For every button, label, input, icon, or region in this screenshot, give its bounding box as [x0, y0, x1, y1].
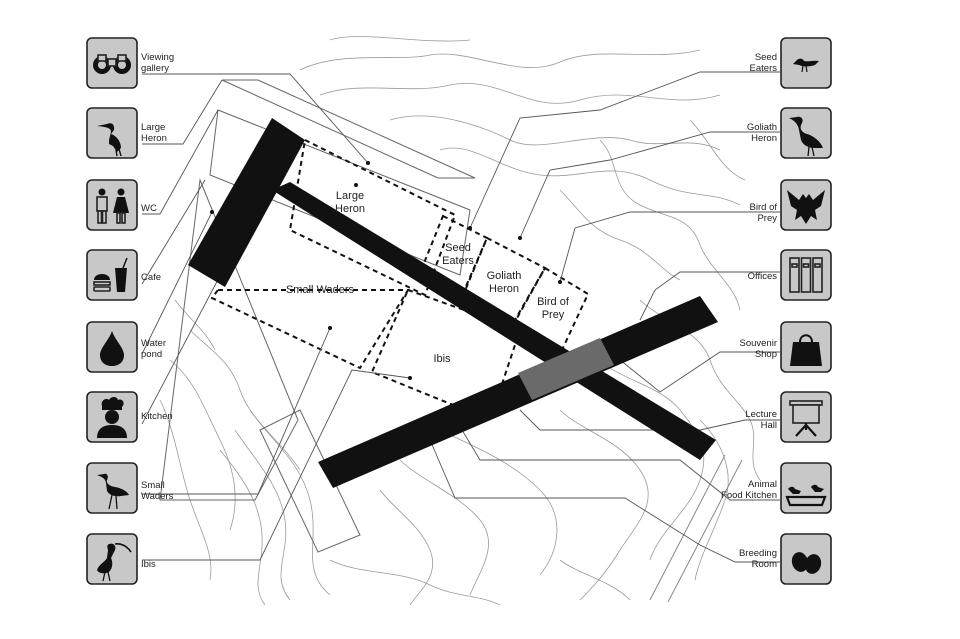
legend-item-small-waders	[86, 462, 138, 514]
feeding-tray-icon	[785, 484, 827, 507]
legend-item-cafe	[86, 249, 138, 301]
binoculars-icon	[93, 54, 131, 74]
small-waders-enclosure	[210, 289, 410, 370]
main-diagonal-bar	[272, 182, 716, 460]
west-wing-bar	[188, 118, 305, 287]
binders-icon	[789, 257, 823, 293]
legend-label-offices: Offices	[748, 271, 778, 282]
legend-item-seed-eaters	[780, 37, 832, 89]
leader-dots	[210, 161, 562, 380]
zone-ibis-label: Ibis	[433, 353, 451, 365]
ibis-icon	[97, 543, 132, 582]
access-road	[649, 454, 743, 603]
presentation-board-icon	[789, 400, 823, 437]
southeast-bar	[318, 296, 718, 488]
wader-bird-icon	[97, 473, 129, 510]
building-masses	[188, 118, 718, 488]
water-drop-icon	[100, 331, 124, 366]
legend-item-goliath-heron	[780, 107, 832, 159]
legend-item-breeding-room	[780, 533, 832, 585]
legend-label-wc: WC	[141, 203, 157, 214]
legend-item-lecture-hall	[780, 391, 832, 443]
chef-icon	[97, 397, 127, 438]
seed-eaters-enclosure	[416, 214, 489, 300]
site-outlines	[159, 79, 476, 553]
junction-overlap	[518, 338, 614, 400]
legend-item-viewing-gallery	[86, 37, 138, 89]
legend-label-ibis: Ibis	[141, 559, 156, 570]
legend-item-offices	[780, 249, 832, 301]
leader-lines	[141, 71, 780, 563]
legend-item-souvenir-shop	[780, 321, 832, 373]
small-bird-icon	[793, 58, 819, 73]
ibis-enclosure	[370, 288, 522, 422]
legend-item-water-pond	[86, 321, 138, 373]
shopping-bag-icon	[790, 334, 822, 366]
goliath-heron-icon	[789, 116, 823, 157]
burger-drink-icon	[93, 257, 128, 292]
legend-item-large-heron	[86, 107, 138, 159]
zone-small-waders-label: Small Waders	[286, 284, 355, 296]
legend-item-ibis	[86, 533, 138, 585]
legend-item-bird-of-prey	[780, 179, 832, 231]
legend-item-kitchen	[86, 391, 138, 443]
heron-icon	[97, 123, 122, 157]
eagle-icon	[787, 190, 825, 224]
restroom-icon	[96, 188, 129, 224]
eggs-icon	[791, 552, 822, 574]
legend-item-wc	[86, 179, 138, 231]
legend-label-kitchen: Kitchen	[141, 411, 173, 422]
legend-label-cafe: Cafe	[141, 272, 161, 283]
legend-item-animal-food-kitchen	[780, 462, 832, 514]
